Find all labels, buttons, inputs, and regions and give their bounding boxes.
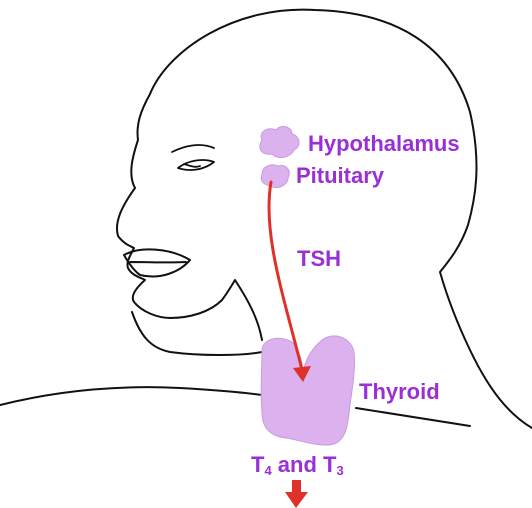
t4-subscript: 4: [264, 463, 271, 478]
output-arrow-shaft: [292, 480, 301, 494]
thyroid-shape: [261, 336, 354, 445]
t4-letter: T: [251, 452, 264, 477]
thyroid-label: Thyroid: [359, 381, 440, 403]
tsh-label: TSH: [297, 248, 341, 270]
pituitary-shape: [261, 165, 289, 188]
pituitary-label: Pituitary: [296, 165, 384, 187]
mouth: [124, 249, 190, 276]
t4-t3-label: T4 and T3: [251, 454, 344, 476]
hypothalamus-shape: [260, 127, 299, 158]
t3-letter: T: [323, 452, 336, 477]
face-profile: [117, 94, 262, 340]
neck-front: [132, 312, 262, 355]
and-text: and: [272, 452, 323, 477]
shoulder-left: [0, 387, 262, 405]
eye: [172, 145, 214, 170]
output-arrow-head: [285, 492, 308, 508]
hypothalamus-label: Hypothalamus: [308, 133, 460, 155]
t3-subscript: 3: [336, 463, 343, 478]
shoulder-right: [356, 408, 470, 426]
